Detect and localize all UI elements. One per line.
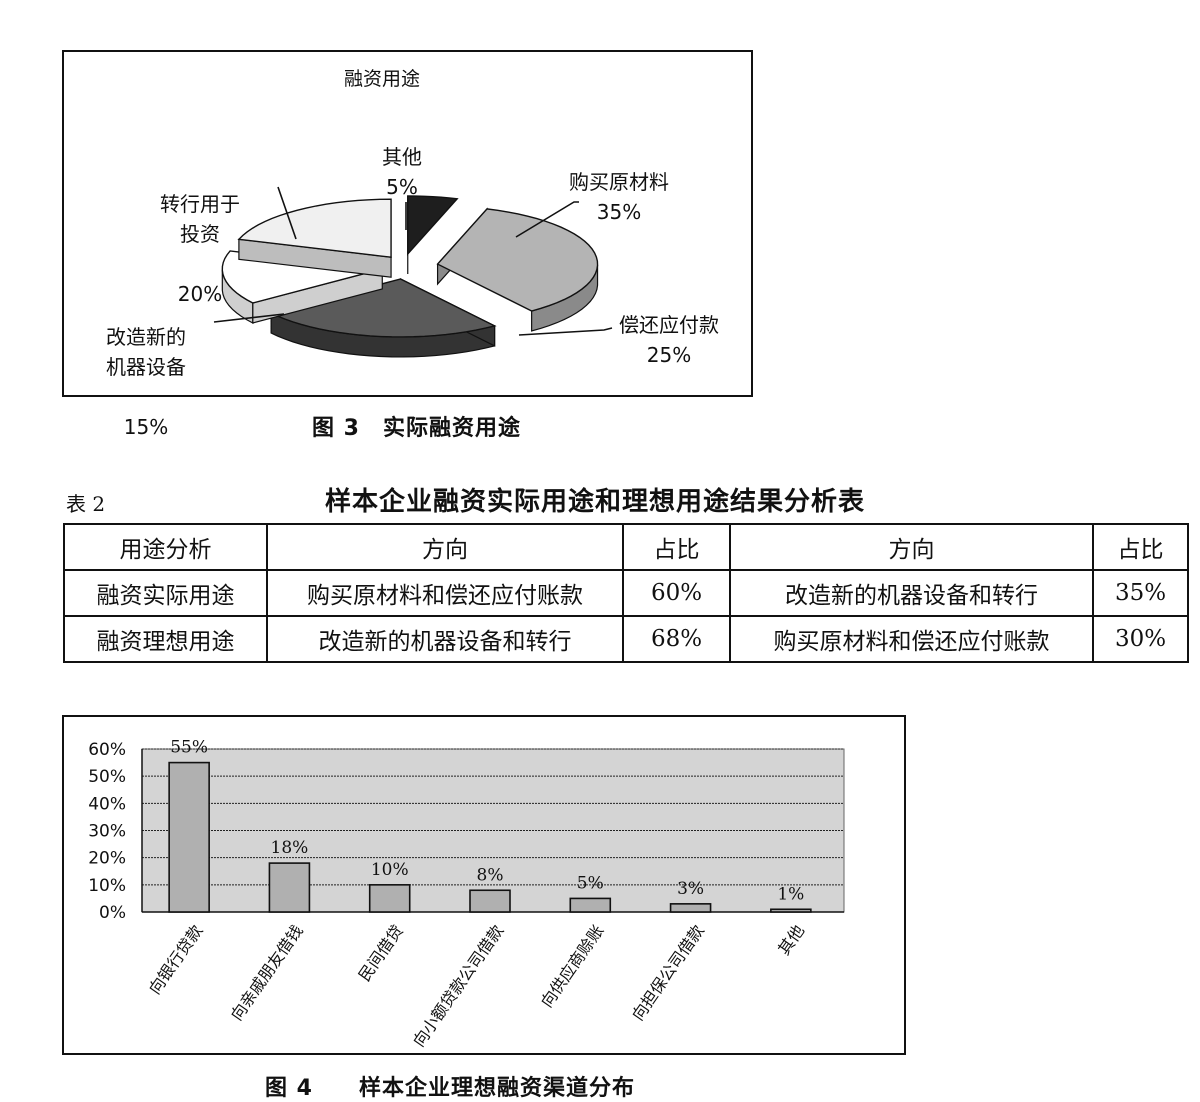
pie-chart-svg: [213, 186, 613, 358]
y-tick-label: 0%: [99, 903, 126, 923]
bar: [268, 862, 311, 913]
table-header-cell: 用途分析: [63, 523, 268, 571]
x-tick-label: 向小额贷款公司借款: [409, 921, 507, 1050]
pie-label-machinery-name: 改造新的 机器设备: [106, 325, 186, 379]
pie-label-machinery-pct: 15%: [123, 415, 169, 439]
pie-chart-frame: 融资用途 购买原材料 35% 偿还应付款 25% 改造新的 机器设备 15% 转…: [62, 50, 753, 439]
leader-line-payables: [518, 327, 613, 336]
table-cell: 购买原材料和偿还应付账款: [729, 615, 1094, 663]
y-tick-label: 40%: [88, 794, 126, 814]
pie-label-payables-name: 偿还应付款: [619, 313, 719, 337]
table-cell: 68%: [622, 615, 731, 663]
pie-label-raw-material-pct: 35%: [596, 200, 642, 224]
bar: [168, 761, 210, 913]
pie-label-payables-pct: 25%: [646, 343, 692, 367]
data-label: 10%: [371, 860, 409, 880]
figure4-caption: 图 4 样本企业理想融资渠道分布: [265, 1076, 635, 1101]
y-tick-label: 60%: [88, 740, 126, 760]
data-label: 55%: [170, 738, 208, 758]
bar-chart-frame: 0% 10% 20% 30% 40% 50% 60% 55% 向银行贷款 18% 向亲戚朋友借钱 10…: [62, 715, 906, 1055]
pie-label-investment: 转行用于 投资 20%: [160, 159, 240, 339]
analysis-table: 用途分析 方向 占比 方向 占比 融资实际用途 购买原材料和偿还应付账款 60%…: [63, 523, 1189, 663]
bar: [368, 884, 411, 913]
table-cell: 融资理想用途: [63, 615, 268, 663]
table-title: 样本企业融资实际用途和理想用途结果分析表: [325, 487, 866, 517]
table-cell: 60%: [622, 569, 731, 617]
table-cell: 改造新的机器设备和转行: [266, 615, 624, 663]
pie-slice-raw-material: [436, 207, 599, 332]
pie-label-machinery: 改造新的 机器设备 15%: [106, 292, 186, 472]
data-label: 3%: [677, 879, 704, 899]
pie-label-raw-material-name: 购买原材料: [569, 170, 669, 194]
leader-line-machinery: [213, 313, 285, 323]
table-cell: 购买原材料和偿还应付账款: [266, 569, 624, 617]
table-cell: 35%: [1092, 569, 1189, 617]
table-cell: 改造新的机器设备和转行: [729, 569, 1094, 617]
table-cell: 30%: [1092, 615, 1189, 663]
table-row: 融资实际用途 购买原材料和偿还应付账款 60% 改造新的机器设备和转行 35%: [63, 569, 1189, 617]
table-cell: 融资实际用途: [63, 569, 268, 617]
x-tick-label: 向供应商赊账: [537, 921, 608, 1011]
pie-label-investment-pct: 20%: [177, 282, 223, 306]
table-header-cell: 方向: [266, 523, 624, 571]
data-label: 1%: [777, 884, 804, 904]
table-number: 表 2: [66, 492, 106, 516]
bar: [469, 889, 511, 913]
table-header-cell: 占比: [1092, 523, 1189, 571]
x-tick-label: 其他: [774, 921, 808, 958]
data-label: 18%: [271, 838, 309, 858]
table-header-row: 用途分析 方向 占比 方向 占比: [63, 523, 1189, 571]
bar-chart-svg: 0% 10% 20% 30% 40% 50% 60% 55% 向银行贷款 18% 向亲戚朋友借钱 10…: [88, 738, 845, 1050]
y-tick-label: 50%: [88, 767, 126, 787]
y-tick-label: 30%: [88, 822, 126, 842]
bar: [569, 897, 612, 913]
y-tick-label: 20%: [88, 849, 126, 869]
x-tick-label: 向银行贷款: [145, 921, 206, 997]
figure3-caption: 图 3 实际融资用途: [312, 416, 521, 441]
table-row: 融资理想用途 改造新的机器设备和转行 68% 购买原材料和偿还应付账款 30%: [63, 615, 1189, 663]
y-tick-label: 10%: [88, 876, 126, 896]
data-label: 8%: [477, 865, 504, 885]
leader-line-investment: [277, 186, 297, 240]
pie-slice-other: [407, 195, 459, 274]
pie-label-payables: 偿还应付款 25%: [619, 310, 719, 370]
x-tick-label: 向亲戚朋友借钱: [227, 921, 307, 1024]
table-header-cell: 占比: [622, 523, 731, 571]
table-header-cell: 方向: [729, 523, 1094, 571]
pie-label-investment-name: 转行用于 投资: [160, 192, 240, 246]
pie-slice-payables: [269, 277, 497, 358]
x-tick-label: 民间借贷: [355, 921, 407, 984]
pie-label-other-pct: 5%: [386, 175, 418, 199]
x-tick-label: 向担保公司借款: [628, 921, 708, 1024]
pie-label-other-name: 其他: [382, 145, 422, 169]
pie-chart-title: 融资用途: [344, 68, 421, 90]
pie-label-raw-material: 购买原材料 35%: [569, 167, 669, 227]
bar: [770, 908, 812, 913]
pie-slice-investment: [237, 198, 392, 278]
bar: [669, 903, 712, 913]
pie-label-other: 其他 5%: [382, 142, 422, 202]
pie-slice-machinery: [221, 250, 383, 324]
leader-line-raw-material: [515, 201, 579, 238]
data-label: 5%: [577, 873, 604, 893]
